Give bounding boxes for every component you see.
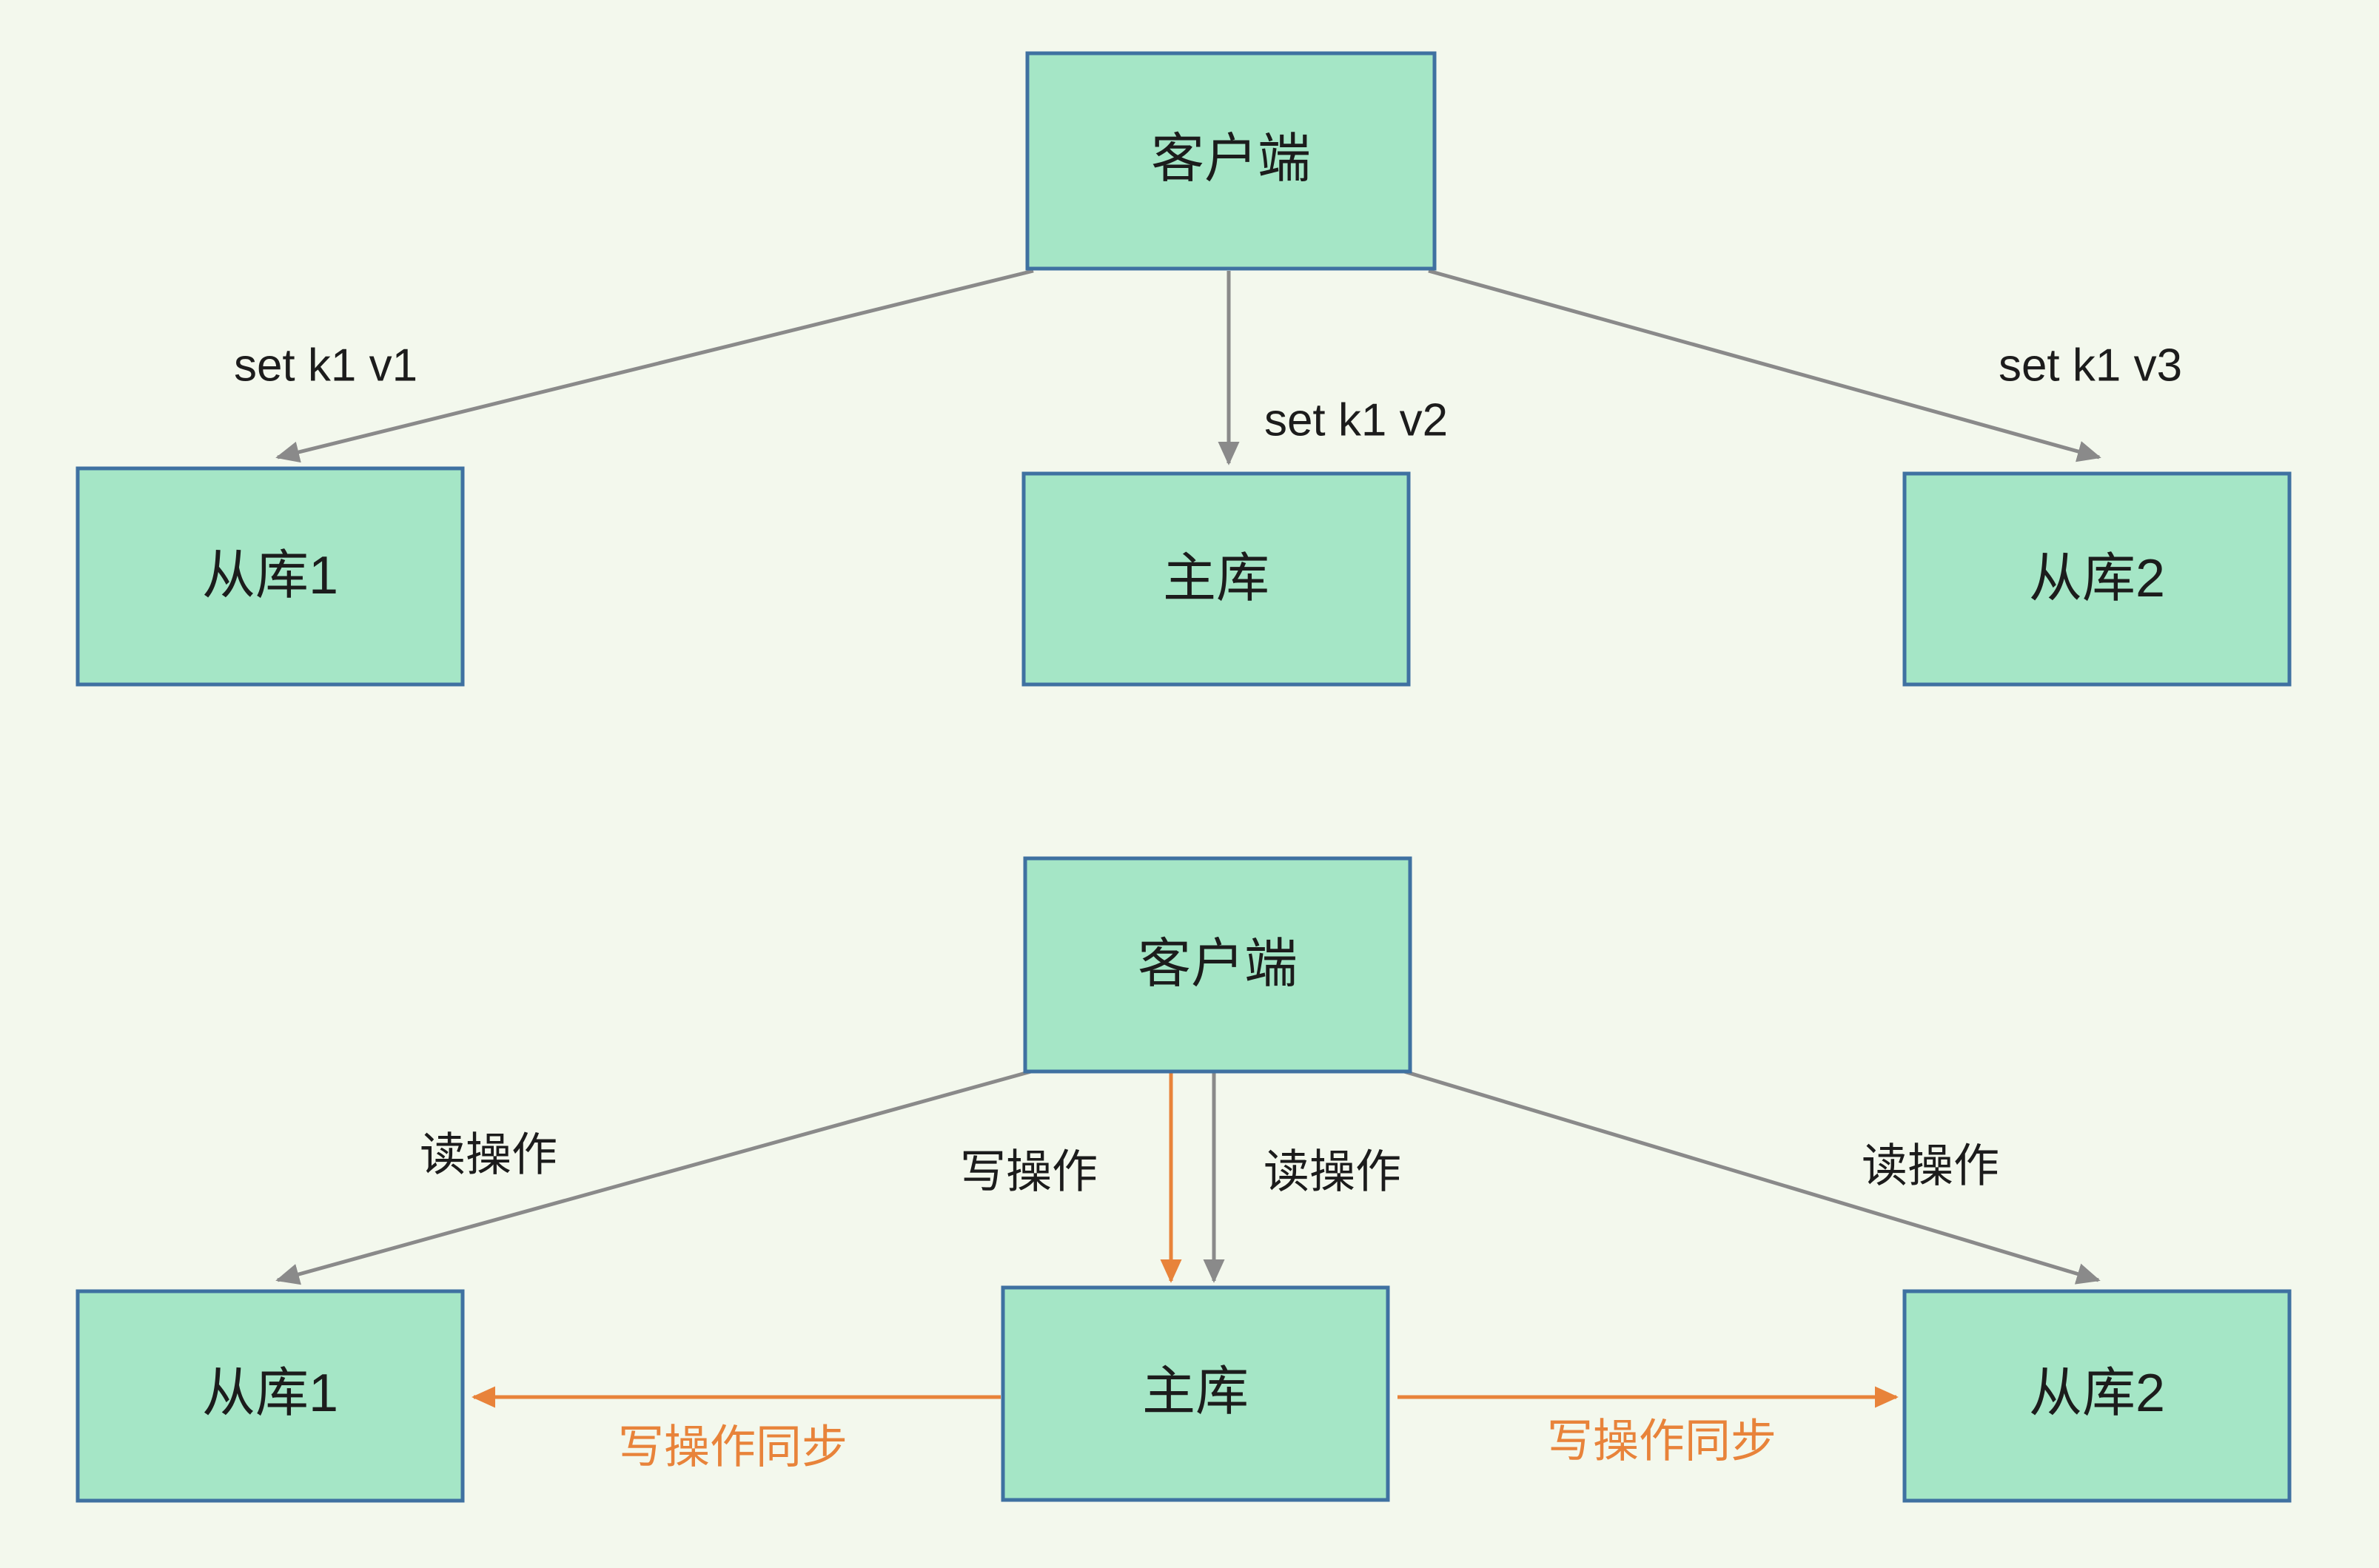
bottom-node-master-label: 主库	[1142, 1362, 1249, 1421]
edge-label-master-sync-slave1: 写操作同步	[618, 1421, 848, 1473]
edge-label-client-write-master: 写操作	[960, 1146, 1098, 1197]
edge-label-client-read-slave2: 读操作	[1862, 1140, 1999, 1191]
edge-client-read-slave2	[1403, 1069, 2101, 1285]
top-node-client-label: 客户端	[1151, 129, 1311, 189]
edge-label-client-to-slave1: set k1 v1	[234, 340, 417, 391]
bottom-diagram-group: 客户端 从库1 主库 从库2 读操作 写操作 读操作 读操作 写操作同步 写操作…	[76, 856, 2292, 1503]
edge-label-client-to-slave2: set k1 v3	[1999, 340, 2182, 391]
top-node-slave2-label: 从库2	[2029, 549, 2165, 608]
top-node-slave1-label: 从库1	[202, 546, 338, 605]
top-node-slave2[interactable]	[1902, 471, 2292, 687]
edge-client-read-slave1	[275, 1069, 1032, 1285]
top-node-master-label: 主库	[1163, 549, 1269, 608]
bottom-node-slave1-label: 从库1	[202, 1364, 338, 1423]
edge-client-to-slave2	[1428, 269, 2101, 462]
edge-label-master-sync-slave2: 写操作同步	[1547, 1416, 1776, 1467]
bottom-node-client-label: 客户端	[1138, 935, 1298, 994]
top-node-master[interactable]	[1021, 471, 1411, 687]
bottom-node-slave2-label: 从库2	[2029, 1364, 2165, 1423]
edge-label-client-read-slave1: 读操作	[420, 1129, 557, 1180]
bottom-node-master[interactable]	[1001, 1285, 1390, 1502]
bottom-node-client[interactable]	[1023, 856, 1412, 1074]
edge-client-to-slave1	[275, 269, 1034, 463]
bottom-node-slave2[interactable]	[1902, 1289, 2292, 1503]
edge-label-client-read-master: 读操作	[1264, 1146, 1401, 1197]
bottom-node-slave1[interactable]	[76, 1289, 465, 1503]
top-node-client[interactable]	[1025, 51, 1437, 271]
top-diagram-group: 客户端 从库1 主库 从库2 set k1 v1 set k1 v2 set k…	[76, 51, 2292, 687]
top-node-slave1[interactable]	[76, 466, 465, 687]
edge-label-client-to-master: set k1 v2	[1264, 394, 1448, 445]
